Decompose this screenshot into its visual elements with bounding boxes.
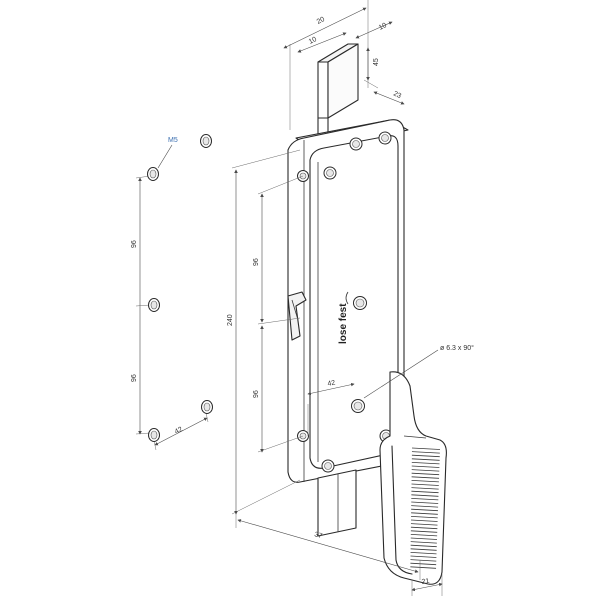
- bolt-bottom: [317, 469, 357, 537]
- svg-text:96: 96: [253, 258, 260, 266]
- drilling-template: M5 96 96 42: [131, 134, 213, 451]
- front-plate: lose fest: [297, 131, 399, 473]
- svg-text:96: 96: [131, 240, 138, 248]
- thread-label: M5: [168, 137, 178, 144]
- grip-rib: [411, 498, 439, 501]
- countersink-label: ø 6.3 x 90°: [440, 344, 474, 352]
- side-latch: [287, 291, 307, 341]
- grip-rib: [411, 480, 439, 483]
- svg-text:21: 21: [421, 578, 430, 586]
- top-dimensions: 20 10 10 45 23: [283, 0, 405, 130]
- grip-rib: [411, 447, 441, 450]
- svg-text:37: 37: [313, 531, 323, 540]
- grip-rib: [411, 454, 440, 458]
- grip-rib: [411, 505, 439, 508]
- svg-text:20: 20: [316, 16, 326, 26]
- grip-rib: [411, 483, 439, 486]
- svg-text:42: 42: [327, 379, 336, 387]
- svg-text:45: 45: [373, 58, 380, 66]
- svg-text:42: 42: [174, 426, 184, 436]
- body-dimensions: 240 96 96 42 ø 6.3 x 90° 37 21: [227, 149, 474, 596]
- pull-handle: [379, 371, 447, 585]
- grip-rib: [411, 469, 440, 472]
- svg-text:96: 96: [131, 374, 138, 382]
- svg-text:240: 240: [227, 314, 234, 326]
- grip-rib: [411, 516, 438, 519]
- grip-rib: [411, 472, 440, 476]
- grip-rib: [411, 458, 440, 461]
- grip-rib: [411, 501, 439, 504]
- grip-rib: [411, 490, 439, 494]
- grip-rib: [411, 476, 440, 479]
- grip-rib: [411, 465, 440, 468]
- svg-text:23: 23: [392, 90, 402, 100]
- svg-text:10: 10: [308, 36, 318, 46]
- grip-rib: [411, 512, 438, 515]
- grip-rib: [411, 494, 439, 497]
- grip-rib: [411, 462, 440, 465]
- grip-rib: [411, 487, 439, 490]
- svg-text:10: 10: [378, 22, 388, 32]
- grip-rib: [411, 451, 440, 454]
- svg-text:96: 96: [253, 390, 260, 398]
- brand-label: lose fest: [338, 303, 349, 344]
- bolt: [317, 43, 359, 141]
- grip-rib: [411, 508, 438, 512]
